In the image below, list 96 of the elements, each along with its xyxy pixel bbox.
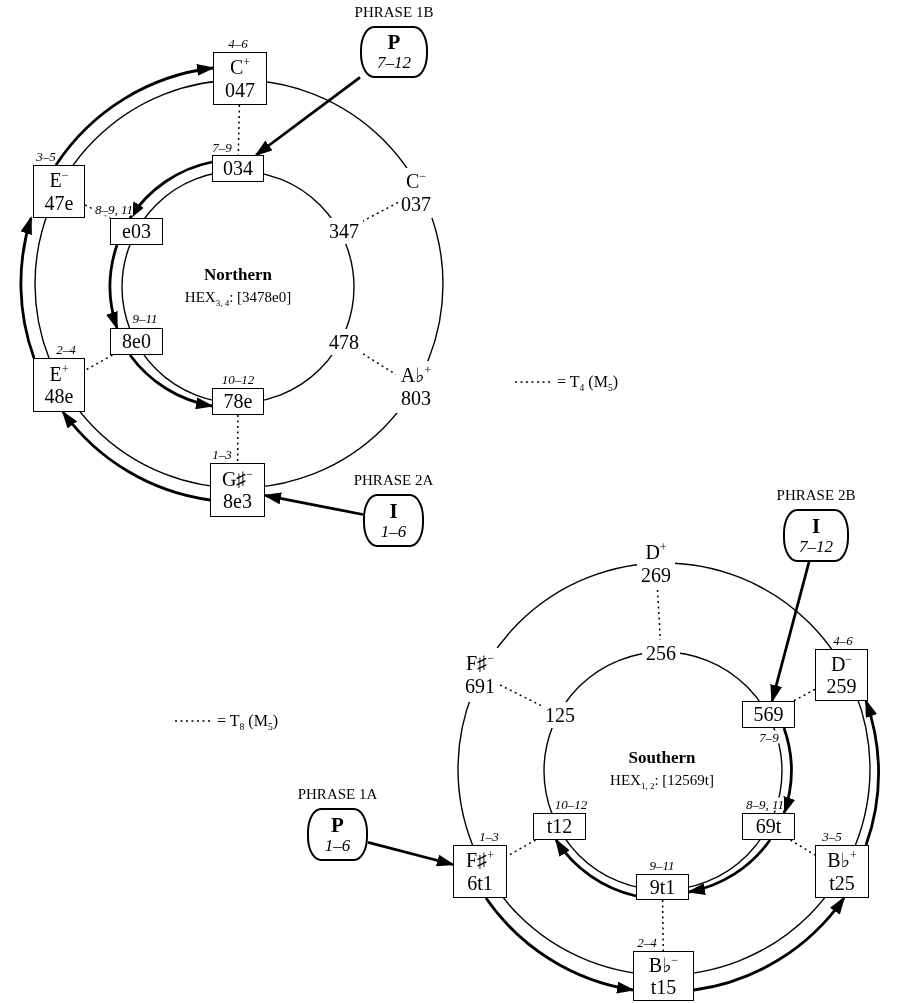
pitch-class-set: 347: [329, 219, 359, 243]
range-label: 1–6: [324, 836, 351, 856]
pitch-class-set: 803: [401, 387, 431, 410]
pitch-class-set: 269: [641, 564, 671, 587]
arrow: [687, 839, 772, 894]
region-title: Southern: [628, 748, 696, 768]
chord-name: E$^{+}$: [49, 362, 69, 385]
region-title: Northern: [204, 265, 272, 285]
chord-name: C$^{+}$: [229, 56, 251, 79]
chord-name: A♭$^{+}$: [400, 364, 432, 387]
transform-letter: P: [331, 813, 344, 837]
chord-name: D$^{−}$: [830, 652, 853, 675]
pitch-class-set: t25: [829, 871, 855, 894]
dotted-line: [792, 688, 816, 702]
transform-letter: I: [811, 514, 821, 538]
chord-box: [210, 463, 265, 517]
chord-box: [636, 874, 689, 900]
phrase-heading: PHRASE 1B: [354, 4, 434, 21]
dotted-line: [789, 839, 816, 856]
pitch-class-set: 48e: [44, 385, 74, 408]
pitch-class-set: 569: [753, 703, 784, 726]
pitch-class-set: 8e0: [122, 330, 151, 353]
pitch-class-set: 034: [223, 157, 253, 180]
dotted-line: [236, 414, 239, 464]
dotted-line: [84, 354, 114, 372]
chord-box: [33, 358, 85, 412]
chord-box: [453, 845, 507, 898]
chord-name: C$^{−}$: [405, 170, 427, 193]
chord-box: [633, 951, 694, 1001]
legend-text: = T$_{4}$ (M$_{5}$): [557, 373, 618, 391]
range-label: 8–9, 11: [95, 202, 133, 216]
dotted-line: [661, 899, 664, 952]
pitch-class-set: 259: [826, 675, 857, 698]
arrow: [770, 561, 811, 703]
arrow: [484, 897, 635, 993]
chord-name: F♯$^{−}$: [466, 652, 494, 675]
pitch-class-set: 9t1: [649, 875, 676, 899]
pitch-class-set: e03: [122, 220, 151, 243]
arrow: [61, 410, 211, 502]
pitch-class-set: 047: [225, 78, 255, 101]
range-label: 7–12: [377, 54, 411, 73]
pitch-class-set: 47e: [44, 191, 74, 214]
chord-name: D$^{+}$: [645, 541, 667, 564]
chord-box: [110, 328, 163, 355]
pitch-class-set: 8e3: [223, 490, 252, 513]
pitch-class-set: 78e: [223, 390, 253, 413]
chord-box: [212, 388, 264, 415]
phrase-heading: PHRASE 2A: [353, 472, 434, 489]
phrase-heading: PHRASE 2B: [776, 487, 856, 504]
chord-box: [213, 52, 267, 105]
arrow: [19, 216, 36, 359]
arrow: [367, 841, 455, 867]
chord-box: [212, 155, 264, 182]
arrow: [693, 896, 846, 992]
pitch-class-set: t12: [546, 815, 573, 838]
phrase-heading: PHRASE 1A: [297, 786, 378, 803]
pitch-class-set: 6t1: [467, 871, 493, 894]
arrow: [254, 76, 361, 157]
arrow: [128, 160, 213, 220]
chord-name: E$^{−}$: [49, 169, 69, 192]
arrow: [782, 727, 795, 815]
transform-letter: I: [389, 499, 398, 523]
range-label: 1–6: [380, 522, 407, 542]
arrow: [554, 838, 637, 898]
arrow: [263, 492, 364, 516]
transform-letter: P: [387, 31, 401, 55]
range-label: 7–12: [799, 537, 833, 557]
chord-name: B♭$^{+}$: [827, 849, 857, 872]
hexatonic-label: HEX$_{1, 2}$: [12569t]: [610, 771, 714, 789]
hexatonic-label: HEX$_{3, 4}$: [3478e0]: [184, 288, 292, 306]
chord-box: [110, 218, 163, 245]
range-label: 8–9, 11: [746, 797, 784, 811]
chord-box: [742, 701, 795, 728]
legend-text: = T$_{8}$ (M$_{5}$): [217, 712, 278, 730]
dotted-line: [656, 589, 662, 641]
arrow: [864, 699, 880, 846]
range-label: 7–9: [759, 730, 779, 744]
chord-box: [742, 813, 795, 840]
chord-box: [815, 845, 869, 898]
pitch-class-set: 125: [545, 703, 575, 727]
chord-name: B♭$^{−}$: [648, 953, 679, 976]
pitch-class-set: 478: [329, 330, 359, 354]
chord-box: [815, 649, 868, 701]
arrow: [54, 64, 215, 166]
arrow: [128, 354, 214, 409]
chord-box: [33, 165, 85, 218]
chord-box: [533, 813, 586, 840]
pitch-class-set: t15: [650, 976, 677, 999]
pitch-class-set: 256: [646, 641, 676, 665]
pitch-class-set: 69t: [755, 815, 782, 838]
arrow: [106, 244, 119, 330]
chord-name: F♯$^{+}$: [466, 849, 494, 872]
chord-name: G♯$^{−}$: [221, 467, 254, 490]
pitch-class-set: 691: [465, 675, 495, 698]
pitch-class-set: 037: [401, 193, 431, 216]
dotted-line: [84, 204, 112, 219]
